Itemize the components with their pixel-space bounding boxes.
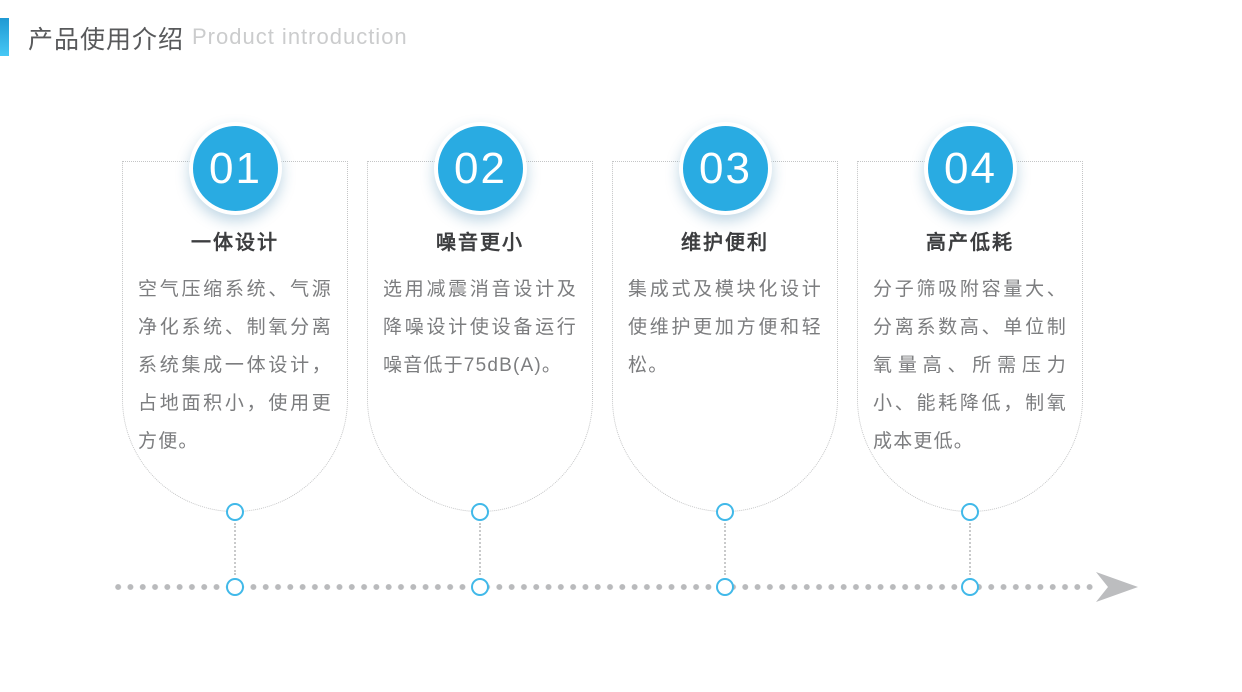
feature-card-3: 03 维护便利 集成式及模块化设计使维护更加方便和轻松。 xyxy=(612,122,838,512)
card-tip-node-4 xyxy=(961,503,979,521)
card-tip-node-2 xyxy=(471,503,489,521)
feature-card-4: 04 高产低耗 分子筛吸附容量大、分离系数高、单位制氧量高、所需压力小、能耗降低… xyxy=(857,122,1083,512)
card-body-1: 空气压缩系统、气源净化系统、制氧分离系统集成一体设计，占地面积小，使用更方便。 xyxy=(138,279,332,452)
card-tip-node-1 xyxy=(226,503,244,521)
title-accent-bar xyxy=(0,18,9,56)
page-subtitle: Product introduction xyxy=(192,24,408,49)
connector-line-4 xyxy=(969,523,971,575)
feature-card-2: 02 噪音更小 选用减震消音设计及降噪设计使设备运行噪音低于75dB(A)。 xyxy=(367,122,593,512)
step-number-badge-1: 01 xyxy=(189,122,282,215)
right-arrow-icon xyxy=(1096,572,1138,602)
step-number-badge-2: 02 xyxy=(434,122,527,215)
connector-line-2 xyxy=(479,523,481,575)
timeline-node-3 xyxy=(716,578,734,596)
card-heading-2: 噪音更小 xyxy=(436,232,524,254)
card-heading-1: 一体设计 xyxy=(191,232,279,254)
card-body-4: 分子筛吸附容量大、分离系数高、单位制氧量高、所需压力小、能耗降低，制氧成本更低。 xyxy=(873,279,1067,452)
feature-card-1: 01 一体设计 空气压缩系统、气源净化系统、制氧分离系统集成一体设计，占地面积小… xyxy=(122,122,348,512)
step-number-badge-4: 04 xyxy=(924,122,1017,215)
card-body-3: 集成式及模块化设计使维护更加方便和轻松。 xyxy=(628,279,822,376)
card-heading-3: 维护便利 xyxy=(681,232,769,254)
timeline-node-4 xyxy=(961,578,979,596)
connector-line-1 xyxy=(234,523,236,575)
card-tip-node-3 xyxy=(716,503,734,521)
timeline-node-1 xyxy=(226,578,244,596)
timeline-node-2 xyxy=(471,578,489,596)
connector-line-3 xyxy=(724,523,726,575)
page-title: 产品使用介绍 xyxy=(28,26,185,54)
step-number-badge-3: 03 xyxy=(679,122,772,215)
timeline-dotted-line xyxy=(112,582,1098,592)
card-body-2: 选用减震消音设计及降噪设计使设备运行噪音低于75dB(A)。 xyxy=(383,279,577,376)
card-heading-4: 高产低耗 xyxy=(926,232,1014,254)
